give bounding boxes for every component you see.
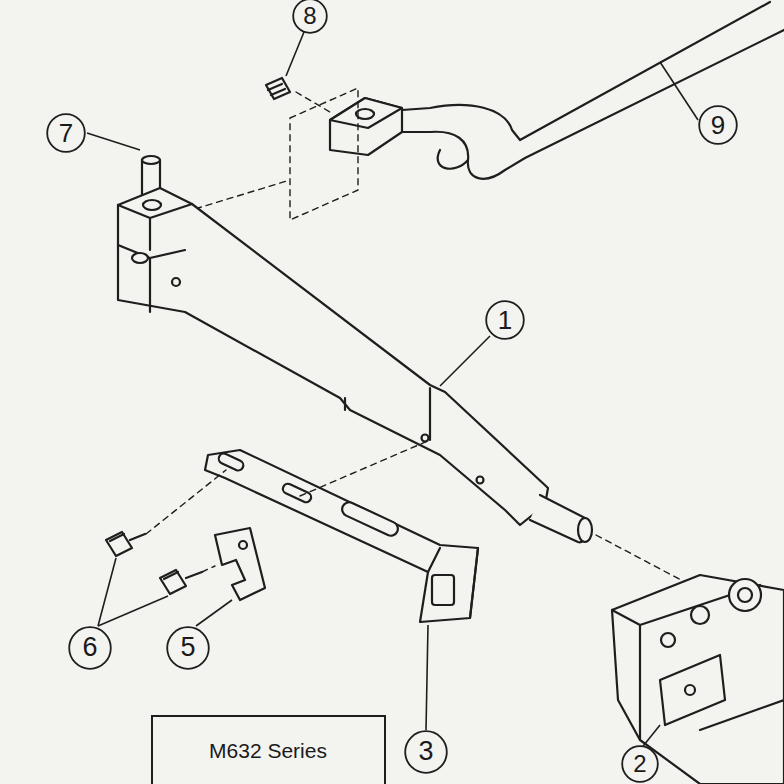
callout-circle: 5 — [166, 626, 210, 670]
callout-ring — [486, 301, 524, 339]
callout-number: 9 — [711, 111, 725, 140]
callout-circle: 7 — [46, 113, 86, 153]
callout-ring — [622, 746, 658, 782]
callout-circle: 8 — [292, 0, 328, 34]
callout-ring — [699, 106, 737, 144]
callout-number: 8 — [303, 3, 316, 29]
callout-circle: 1 — [485, 300, 525, 340]
callout-number: 2 — [633, 751, 646, 777]
callout-circle: 3 — [404, 730, 448, 774]
series-name: M632 Series — [209, 739, 327, 762]
callout-ring — [69, 627, 111, 669]
callout-circle: 2 — [621, 745, 659, 783]
callout-ring — [47, 114, 85, 152]
callout-circle: 6 — [68, 626, 112, 670]
callout-number: 3 — [418, 737, 433, 767]
callout-ring — [293, 0, 327, 33]
callout-number: 1 — [498, 306, 512, 335]
callout-ring — [167, 627, 209, 669]
callout-ring — [405, 731, 447, 773]
callout-circle: 9 — [698, 105, 738, 145]
series-label-box: M632 Series — [151, 715, 386, 784]
callout-number: 7 — [59, 119, 73, 148]
callout-number: 6 — [82, 633, 97, 663]
callout-number: 5 — [180, 633, 195, 663]
